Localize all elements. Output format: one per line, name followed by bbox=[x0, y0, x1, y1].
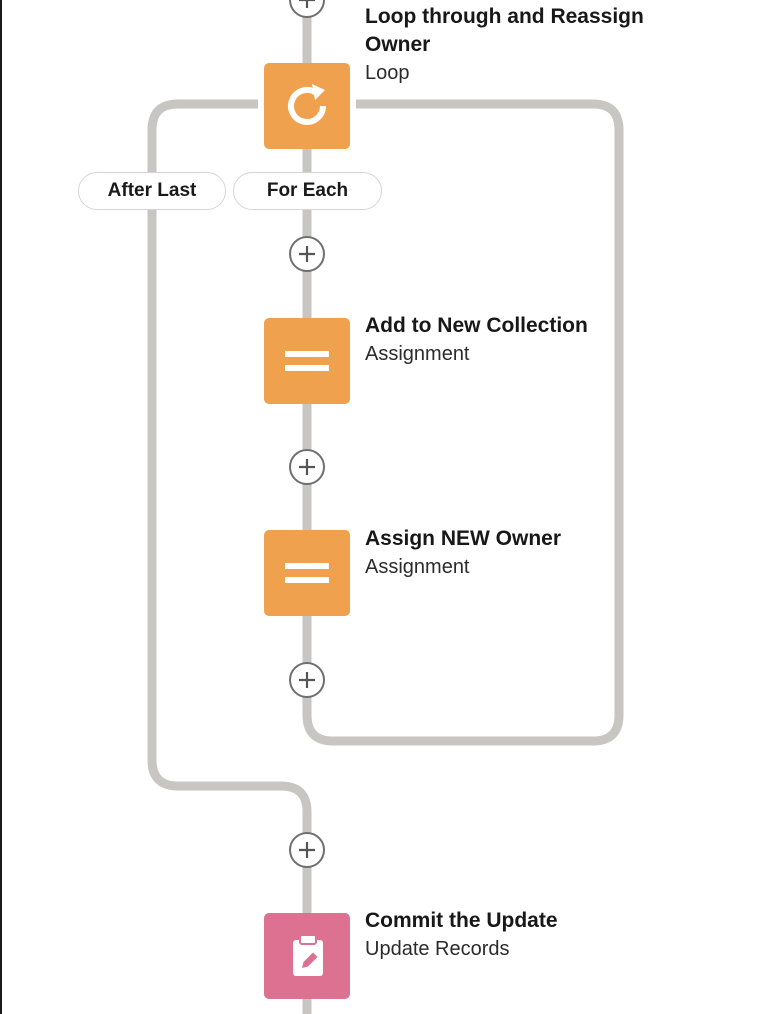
add-icon bbox=[299, 459, 315, 475]
path-after-last[interactable]: After Last bbox=[78, 172, 226, 210]
loop-icon bbox=[288, 84, 326, 125]
add-to-collection-element[interactable] bbox=[264, 318, 350, 404]
update-records-icon bbox=[293, 934, 323, 976]
commit-update-type: Update Records bbox=[365, 938, 510, 960]
connector-loop-back bbox=[302, 99, 624, 746]
add-element-button[interactable] bbox=[289, 832, 325, 868]
canvas-left-border bbox=[0, 0, 2, 1014]
loop-label: Loop through and Reassign Owner Loop bbox=[365, 3, 695, 87]
add-icon bbox=[299, 0, 315, 8]
add-element-button[interactable] bbox=[289, 236, 325, 272]
loop-element[interactable] bbox=[264, 63, 350, 149]
loop-type: Loop bbox=[365, 62, 410, 84]
loop-name: Loop through and Reassign Owner bbox=[365, 5, 644, 56]
add-to-collection-type: Assignment bbox=[365, 343, 470, 365]
add-to-collection-label: Add to New Collection Assignment bbox=[365, 312, 588, 368]
assignment-icon bbox=[285, 563, 329, 583]
add-to-collection-name: Add to New Collection bbox=[365, 314, 588, 337]
commit-update-name: Commit the Update bbox=[365, 909, 558, 932]
add-icon bbox=[299, 672, 315, 688]
assignment-icon bbox=[285, 351, 329, 371]
connector-after-last bbox=[147, 99, 312, 914]
add-icon bbox=[299, 842, 315, 858]
path-for-each[interactable]: For Each bbox=[233, 172, 382, 210]
commit-update-label: Commit the Update Update Records bbox=[365, 907, 558, 963]
path-for-each-label: For Each bbox=[266, 180, 349, 201]
path-after-last-label: After Last bbox=[107, 180, 197, 201]
add-element-button[interactable] bbox=[289, 662, 325, 698]
commit-update-element[interactable] bbox=[264, 913, 350, 999]
add-element-button[interactable] bbox=[289, 449, 325, 485]
add-icon bbox=[299, 246, 315, 262]
assign-owner-element[interactable] bbox=[264, 530, 350, 616]
assign-owner-type: Assignment bbox=[365, 556, 470, 578]
assign-owner-label: Assign NEW Owner Assignment bbox=[365, 525, 561, 581]
assign-owner-name: Assign NEW Owner bbox=[365, 527, 562, 550]
